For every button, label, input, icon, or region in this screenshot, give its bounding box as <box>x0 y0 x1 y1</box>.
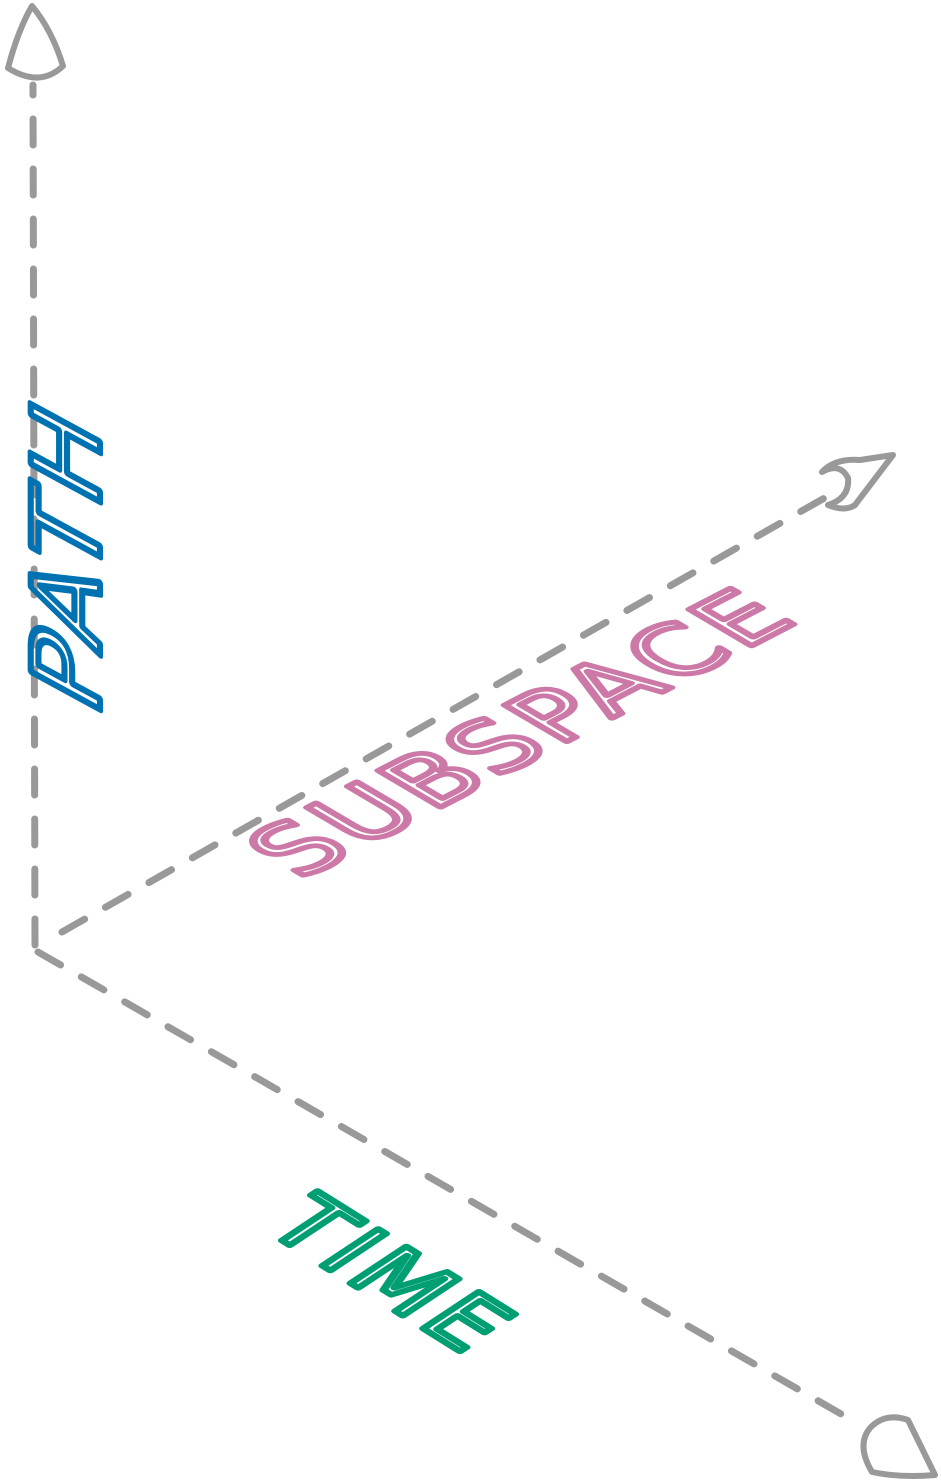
time-axis-line <box>34 948 859 1426</box>
path-axis-label: PATH <box>13 378 123 733</box>
subspace-axis-label: SUBSPACE <box>222 573 825 892</box>
time-axis-label: TIME <box>243 1181 541 1370</box>
subspace-axis-arrowhead-icon <box>819 452 896 512</box>
subspace-axis-line <box>58 488 839 936</box>
path-axis-line <box>29 81 39 949</box>
path-axis-arrowhead-icon <box>5 3 66 81</box>
time-axis-arrowhead-icon <box>860 1414 938 1479</box>
